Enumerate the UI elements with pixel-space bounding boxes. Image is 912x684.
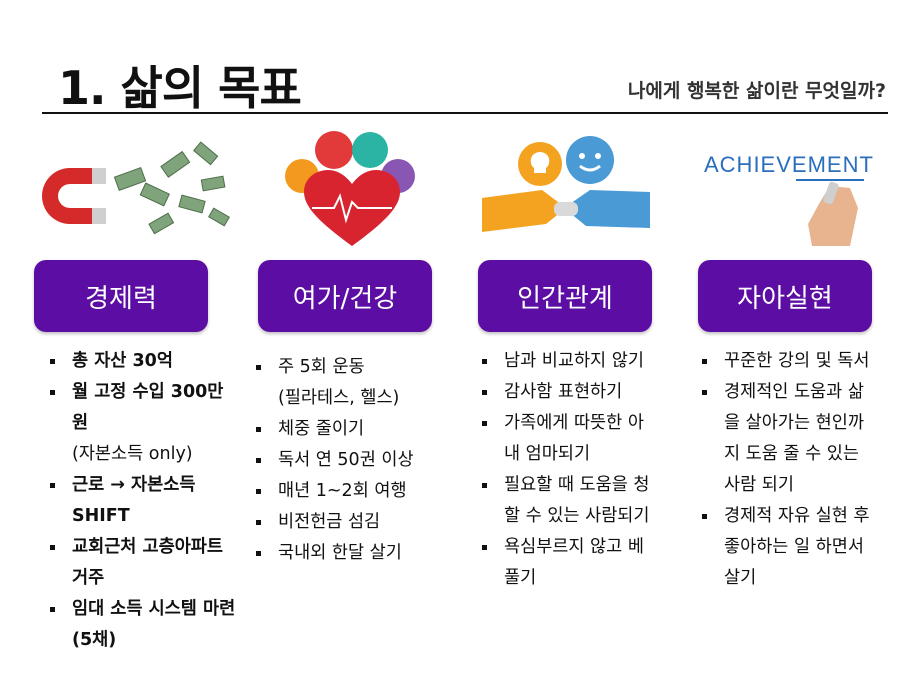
list-item: 월 고정 수입 300만원(자본소득 only) <box>46 377 236 470</box>
health-heart-icon <box>285 131 415 246</box>
category-relationships: 인간관계 <box>478 260 652 332</box>
handshake-idea-icon <box>482 136 650 232</box>
category-self-actualization: 자아실현 <box>698 260 872 332</box>
leisure-health-goal-list: 주 5회 운동(필라테스, 헬스) 체중 줄이기 독서 연 50권 이상 매년 … <box>252 352 452 569</box>
list-item-note: (자본소득 only) <box>72 444 193 464</box>
list-item: 경제적인 도움과 삶을 살아가는 현인까지 도움 줄 수 있는 사람 되기 <box>698 377 878 501</box>
list-item: 매년 1~2회 여행 <box>252 476 452 507</box>
list-item-note: (필라테스, 헬스) <box>278 388 400 408</box>
economy-goal-list: 총 자산 30억 월 고정 수입 300만원(자본소득 only) 근로 → 자… <box>46 346 236 656</box>
list-item: 근로 → 자본소득 SHIFT <box>46 470 236 532</box>
list-item: 국내외 한달 살기 <box>252 538 452 569</box>
list-item: 체중 줄이기 <box>252 414 452 445</box>
self-actualization-goal-list: 꾸준한 강의 및 독서 경제적인 도움과 삶을 살아가는 현인까지 도움 줄 수… <box>698 346 878 594</box>
list-item: 필요할 때 도움을 청할 수 있는 사람되기 <box>478 470 658 532</box>
list-item: 감사함 표현하기 <box>478 377 658 408</box>
list-item: 비전헌금 섬김 <box>252 507 452 538</box>
category-economy: 경제력 <box>34 260 208 332</box>
category-leisure-health: 여가/건강 <box>258 260 432 332</box>
list-item: 주 5회 운동(필라테스, 헬스) <box>252 352 452 414</box>
relationship-goal-list: 남과 비교하지 않기 감사함 표현하기 가족에게 따뜻한 아내 엄마되기 필요할… <box>478 346 658 594</box>
title-divider <box>42 112 888 114</box>
achievement-hand-icon: ACHIEVEMENT <box>704 152 874 246</box>
list-item: 독서 연 50권 이상 <box>252 445 452 476</box>
list-item: 경제적 자유 실현 후 좋아하는 일 하면서 살기 <box>698 501 878 594</box>
list-item: 총 자산 30억 <box>46 346 236 377</box>
list-item: 욕심부르지 않고 베풀기 <box>478 532 658 594</box>
list-item: 교회근처 고층아파트 거주 <box>46 532 236 594</box>
page-title: 1. 삶의 목표 <box>58 61 302 115</box>
list-item: 남과 비교하지 않기 <box>478 346 658 377</box>
page-subtitle: 나에게 행복한 삶이란 무엇일까? <box>627 80 886 102</box>
list-item: 임대 소득 시스템 마련 (5채) <box>46 594 236 656</box>
magnet-money-icon <box>42 141 230 235</box>
list-item: 가족에게 따뜻한 아내 엄마되기 <box>478 408 658 470</box>
list-item: 꾸준한 강의 및 독서 <box>698 346 878 377</box>
achievement-text: ACHIEVEMENT <box>704 152 874 177</box>
